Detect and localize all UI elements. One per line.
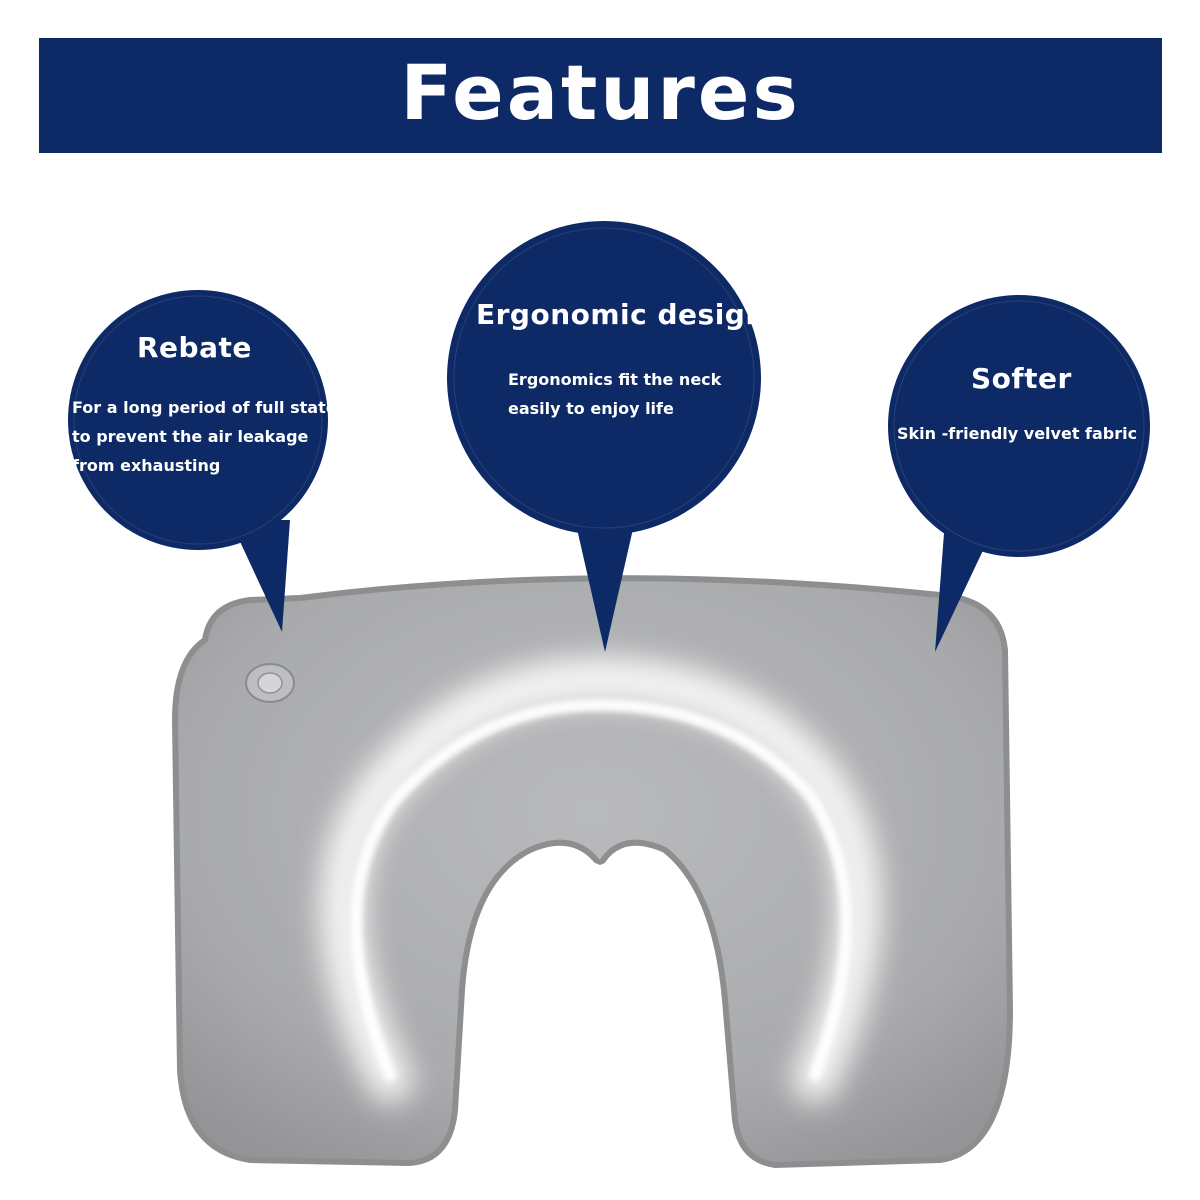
bubble-ergonomic [447,221,761,652]
feature-title-softer: Softer [971,362,1072,395]
air-valve-icon [245,663,295,703]
bubble-rebate [68,290,328,632]
feature-line: from exhausting [72,456,221,475]
feature-line: to prevent the air leakage [72,427,309,446]
glow-highlight [319,656,882,1103]
feature-line: For a long period of full state [72,398,337,417]
bubble-softer [888,295,1150,652]
features-banner: Features [39,38,1162,153]
feature-line: easily to enjoy life [508,399,674,418]
feature-title-ergonomic: Ergonomic design [476,298,766,331]
feature-line: Ergonomics fit the neck [508,370,722,389]
glow-core [350,698,853,1081]
banner-title: Features [400,48,801,137]
feature-title-rebate: Rebate [137,331,252,364]
neck-cavity [485,858,715,1150]
feature-line: Skin -friendly velvet fabric [897,424,1138,443]
